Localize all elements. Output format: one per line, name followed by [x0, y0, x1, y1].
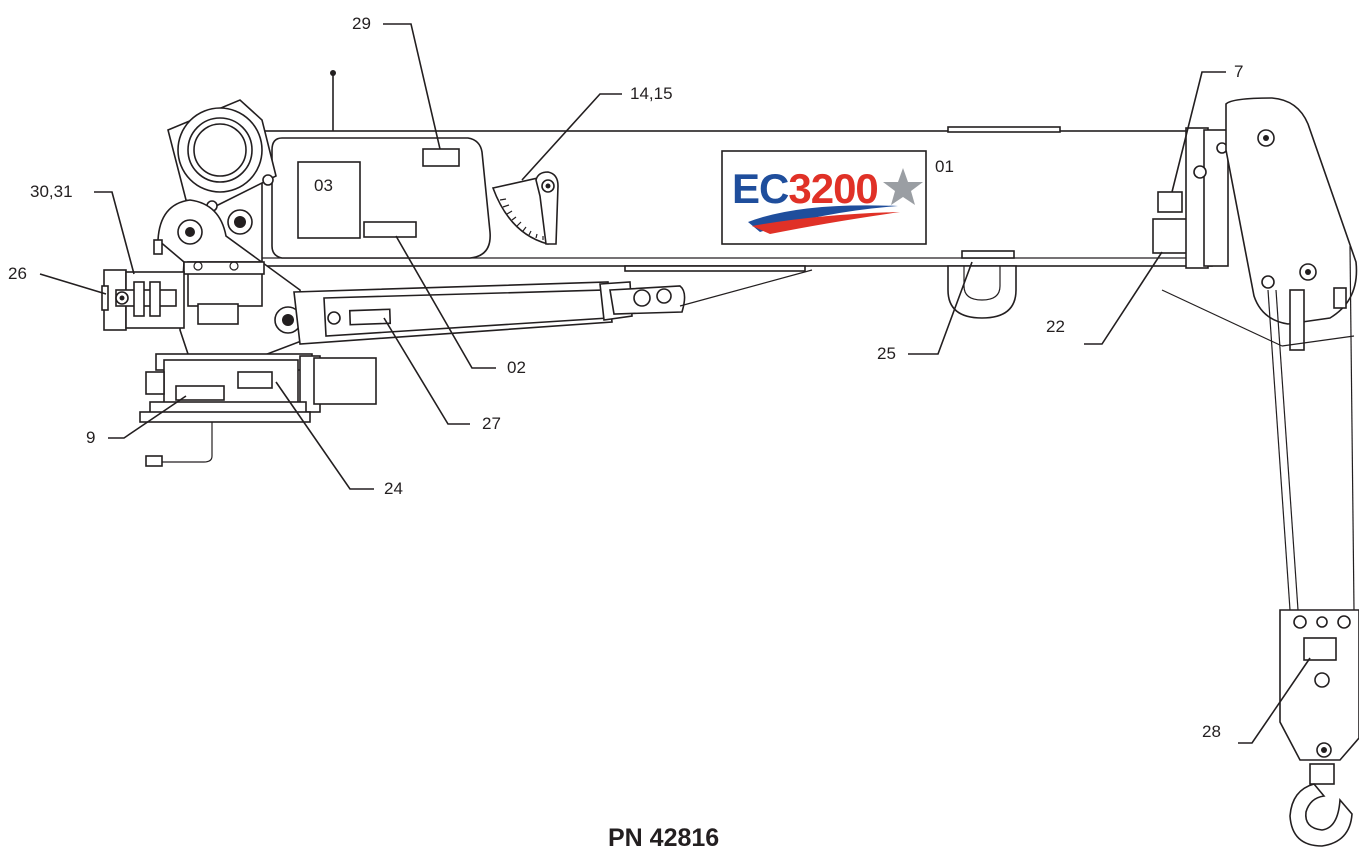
- callout-24: 24: [384, 479, 403, 498]
- label-7-panel: [1157, 191, 1183, 213]
- callout-22: 22: [1046, 317, 1065, 336]
- callout-25: 25: [877, 344, 896, 363]
- winch-motor: [167, 99, 277, 235]
- callout-01: 01: [935, 157, 954, 176]
- callout-14-15: 14,15: [630, 84, 673, 103]
- hook-block: [1279, 609, 1359, 847]
- label-9-panel: [175, 385, 225, 401]
- label-29-panel: [422, 148, 460, 167]
- label-27-panel: [348, 308, 392, 326]
- callout-30-31: 30,31: [30, 182, 73, 201]
- label-02-panel: [363, 221, 417, 238]
- callout-29: 29: [352, 14, 371, 33]
- logo-prefix: EC: [732, 165, 789, 212]
- callout-03: 03: [314, 176, 333, 195]
- lift-cylinder: [293, 269, 813, 345]
- label-24-panel: [237, 371, 273, 389]
- part-number: PN 42816: [608, 824, 719, 852]
- callout-9: 9: [86, 428, 95, 447]
- ec3200-logo: EC3200: [721, 150, 927, 245]
- svg-text:EC3200: EC3200: [732, 165, 878, 212]
- leader-lines: [39, 23, 1311, 744]
- callout-28: 28: [1202, 722, 1221, 741]
- callout-02: 02: [507, 358, 526, 377]
- callout-27: 27: [482, 414, 501, 433]
- crane-drawing: EC3200: [101, 70, 1359, 847]
- label-22-panel: [1152, 218, 1190, 254]
- boom-tip: [1185, 97, 1358, 351]
- label-03-panel: [297, 161, 361, 239]
- callout-labels: 29 7 14,15 30,31 01 03 26 22 25 02 27 9 …: [8, 14, 1243, 741]
- logo-star-icon: [883, 168, 923, 205]
- callout-26: 26: [8, 264, 27, 283]
- callout-7: 7: [1234, 62, 1243, 81]
- label-28-panel: [1303, 637, 1337, 661]
- quick-coupler: [101, 269, 185, 331]
- rotation-base: [139, 353, 377, 467]
- label-25-panel: [961, 250, 1015, 259]
- logo-model: 3200: [788, 165, 877, 212]
- mast-assembly: [153, 199, 305, 361]
- angle-indicator: [491, 171, 559, 245]
